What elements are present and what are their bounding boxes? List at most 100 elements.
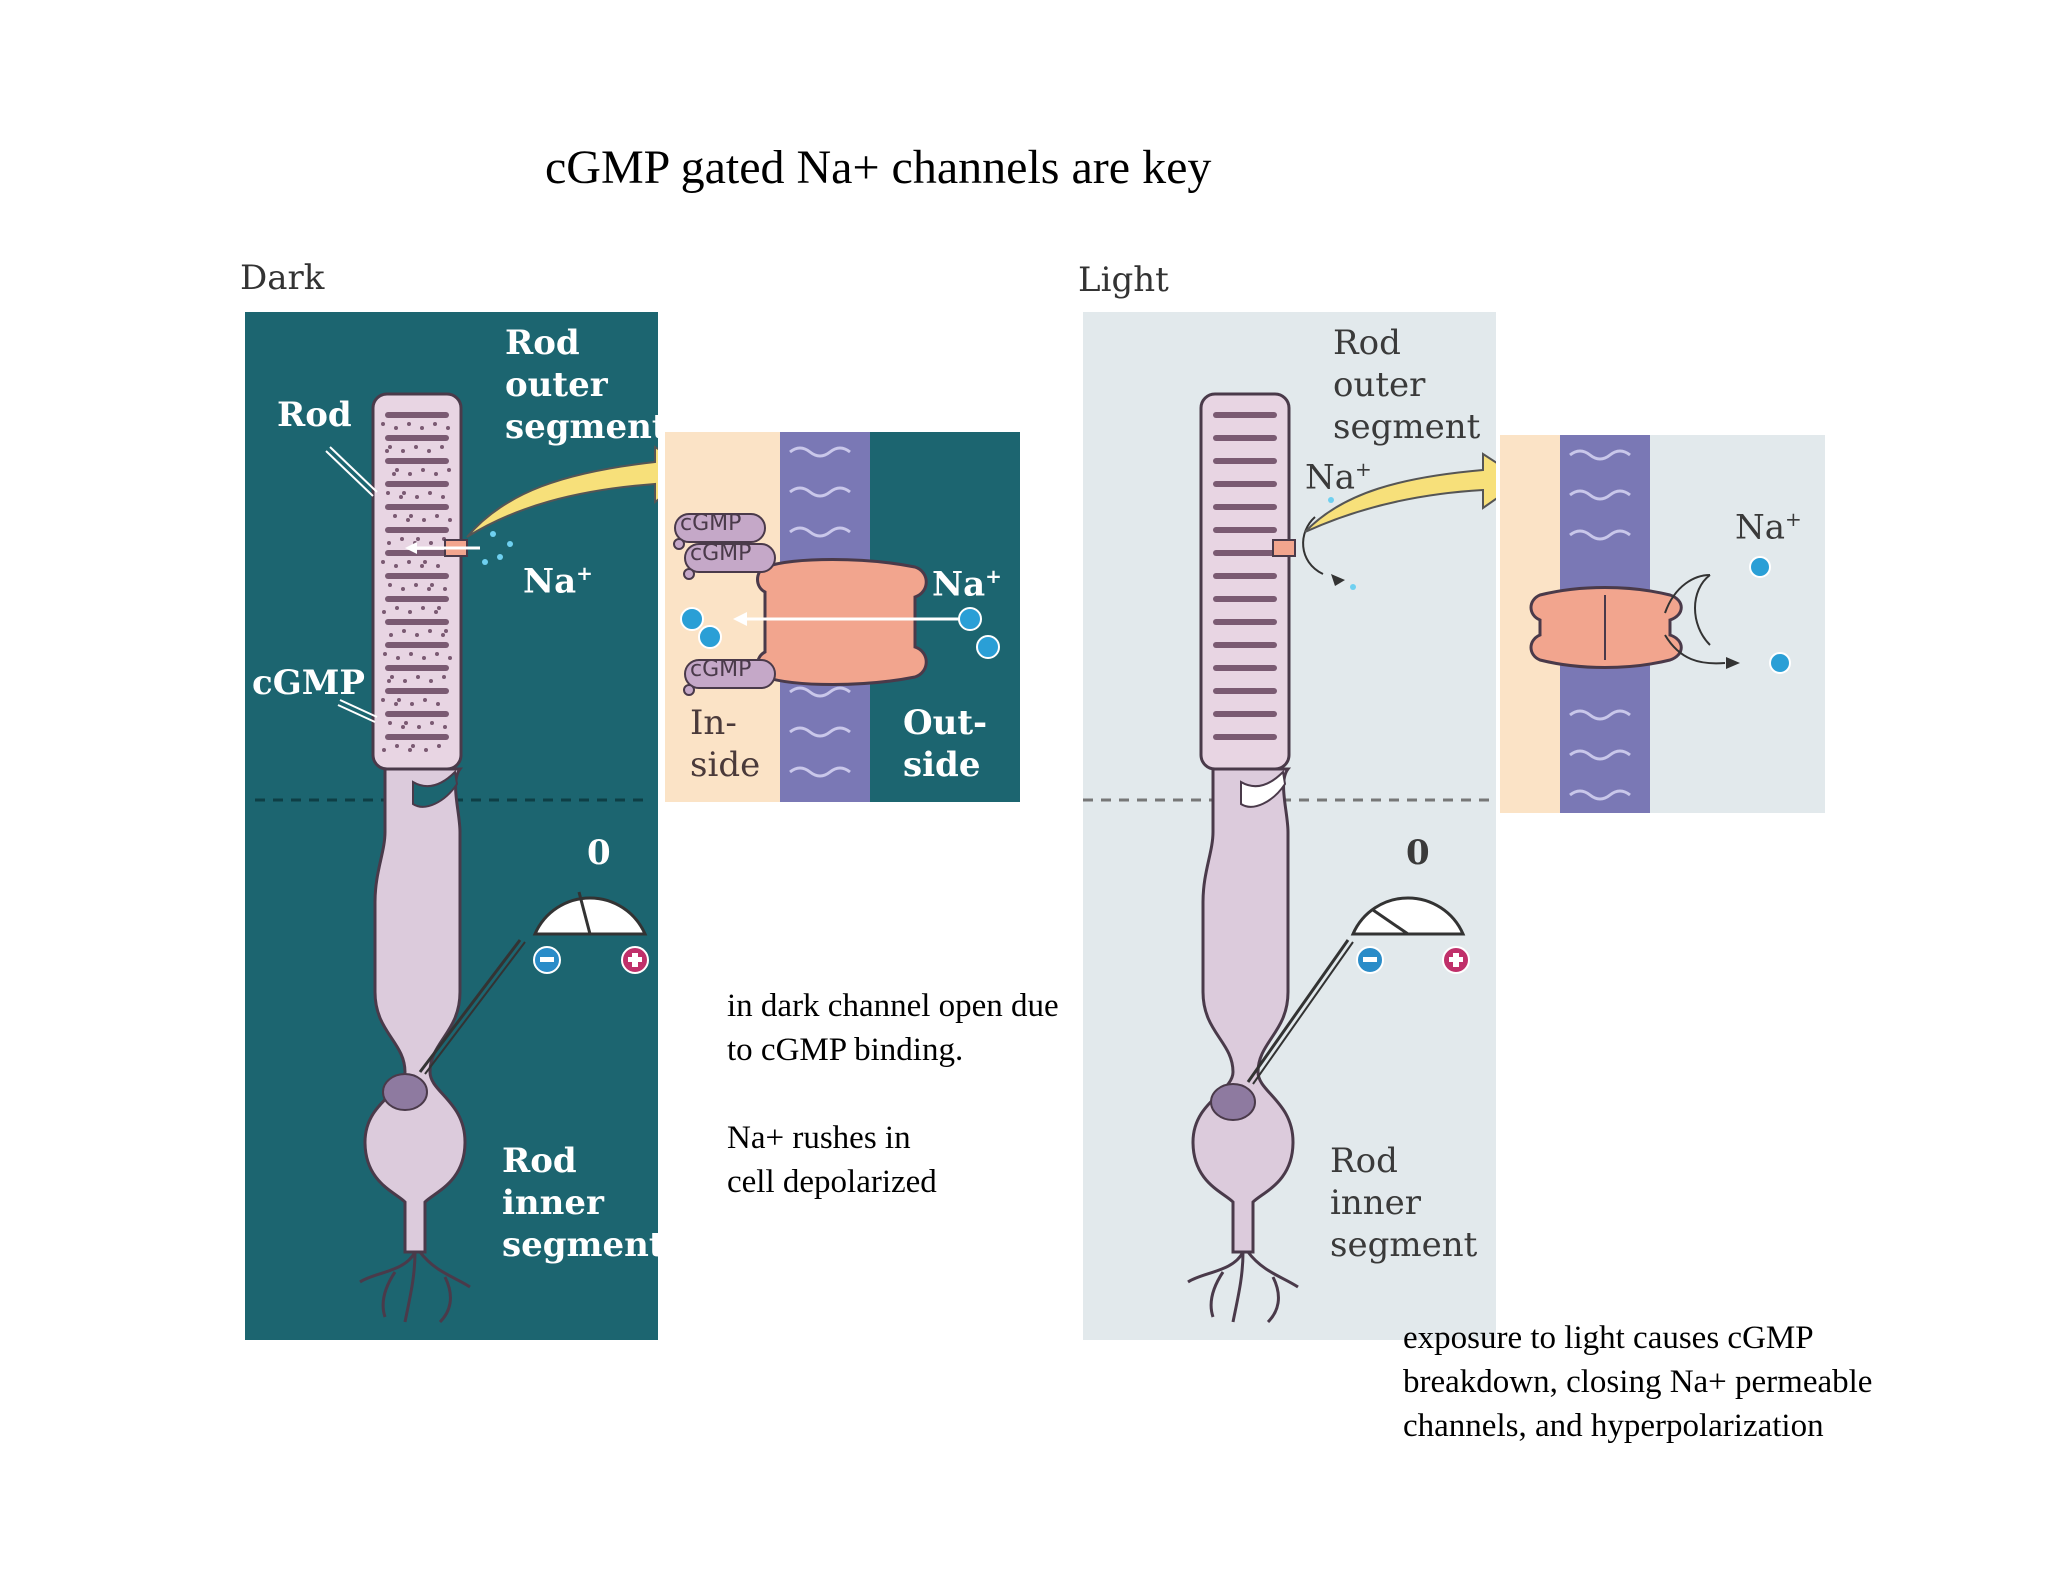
dark-rod-label: Rod <box>277 395 352 435</box>
dark-caption: in dark channel open due to cGMP binding… <box>727 988 1059 1200</box>
cgmp-dot <box>407 560 411 564</box>
inset-outside-label: Out- side <box>903 703 988 785</box>
light-nucleus <box>1210 1083 1256 1121</box>
inset-cgmp-tag-1: cGMP <box>680 511 742 536</box>
inset-na-label: Na+ <box>932 564 1002 605</box>
light-closed-channel <box>1529 586 1683 669</box>
cgmp-dot <box>422 518 426 522</box>
rod-disc <box>385 642 449 648</box>
rod-disc <box>385 527 449 533</box>
cgmp-dot <box>415 495 419 499</box>
cgmp-dot <box>414 445 418 449</box>
cgmp-dot <box>423 560 427 564</box>
cgmp-dot <box>434 610 438 614</box>
cgmp-dot <box>407 422 411 426</box>
cgmp-dot <box>385 449 389 453</box>
cgmp-dot <box>408 472 412 476</box>
rod-disc <box>385 412 449 418</box>
rod-disc <box>385 596 449 602</box>
rod-disc <box>385 458 449 464</box>
cgmp-dot <box>443 725 447 729</box>
rod-disc <box>385 435 449 441</box>
light-inset-na-label: Na+ <box>1735 507 1802 548</box>
rod-disc <box>385 573 449 579</box>
cgmp-dot <box>381 698 385 702</box>
rod-disc <box>385 665 449 671</box>
cgmp-dot <box>388 721 392 725</box>
cgmp-dot <box>447 468 451 472</box>
cgmp-dot <box>389 633 393 637</box>
cgmp-dot <box>444 629 448 633</box>
cgmp-dot <box>402 629 406 633</box>
cgmp-dot <box>423 698 427 702</box>
cgmp-dot <box>430 583 434 587</box>
cgmp-dot <box>409 514 413 518</box>
cgmp-dot <box>417 725 421 729</box>
dark-inner-segment <box>363 767 467 1254</box>
cgmp-dot <box>388 583 392 587</box>
cgmp-dot <box>402 491 406 495</box>
rod-disc <box>1213 734 1277 740</box>
cgmp-dot <box>401 449 405 453</box>
cgmp-dot <box>427 449 431 453</box>
rod-disc <box>1213 435 1277 441</box>
dark-na-label: Na+ <box>523 561 593 602</box>
cgmp-dot <box>443 587 447 591</box>
cgmp-dot <box>387 679 391 683</box>
rod-disc <box>385 734 449 740</box>
cgmp-dot <box>399 495 403 499</box>
cgmp-dot <box>428 629 432 633</box>
dark-panel-label: Dark <box>240 258 325 298</box>
cgmp-dot <box>381 422 385 426</box>
light-inset-diagram <box>1529 435 1791 813</box>
rod-disc <box>1213 412 1277 418</box>
rod-disc <box>1213 665 1277 671</box>
cgmp-dot <box>430 721 434 725</box>
cgmp-dot <box>428 491 432 495</box>
rod-disc <box>1213 573 1277 579</box>
cgmp-dot <box>403 679 407 683</box>
inset-cgmp-tag-2: cGMP <box>690 541 752 566</box>
cgmp-dot <box>400 537 404 541</box>
rod-disc <box>1213 481 1277 487</box>
cgmp-dot <box>427 587 431 591</box>
cgmp-dot <box>436 702 440 706</box>
cgmp-dot <box>395 468 399 472</box>
light-panel-label: Light <box>1078 260 1169 300</box>
cgmp-dot <box>441 495 445 499</box>
cgmp-dot <box>406 518 410 522</box>
light-rod-diagram <box>1083 392 1496 1324</box>
rod-disc <box>1213 504 1277 510</box>
dark-inset-diagram <box>673 432 1000 802</box>
inset-cgmp-tag-3: cGMP <box>690 657 752 682</box>
cgmp-dot <box>395 744 399 748</box>
cgmp-dot <box>416 675 420 679</box>
rod-disc <box>385 711 449 717</box>
cgmp-dot <box>435 514 439 518</box>
rod-disc <box>1213 642 1277 648</box>
cgmp-dot <box>394 564 398 568</box>
cgmp-dot <box>392 472 396 476</box>
cgmp-dot <box>429 541 433 545</box>
cgmp-dot <box>382 748 386 752</box>
rod-disc <box>385 504 449 510</box>
cgmp-dot <box>421 468 425 472</box>
light-na-label: Na+ <box>1305 457 1372 498</box>
cgmp-dot <box>437 606 441 610</box>
cgmp-dot <box>424 748 428 752</box>
rod-disc <box>1213 527 1277 533</box>
rod-disc <box>1213 458 1277 464</box>
dark-meter-zero: 0 <box>587 833 611 873</box>
rod-disc <box>385 619 449 625</box>
rod-disc <box>385 688 449 694</box>
cgmp-dot <box>429 679 433 683</box>
page-title: cGMP gated Na+ channels are key <box>545 141 1212 194</box>
cgmp-dot <box>410 702 414 706</box>
dark-rod-diagram <box>255 392 658 1324</box>
cgmp-dot <box>394 426 398 430</box>
cgmp-dot <box>422 656 426 660</box>
dark-cgmp-label: cGMP <box>252 663 365 703</box>
cgmp-dot <box>448 518 452 522</box>
cgmp-dot <box>388 445 392 449</box>
cgmp-dot <box>381 560 385 564</box>
